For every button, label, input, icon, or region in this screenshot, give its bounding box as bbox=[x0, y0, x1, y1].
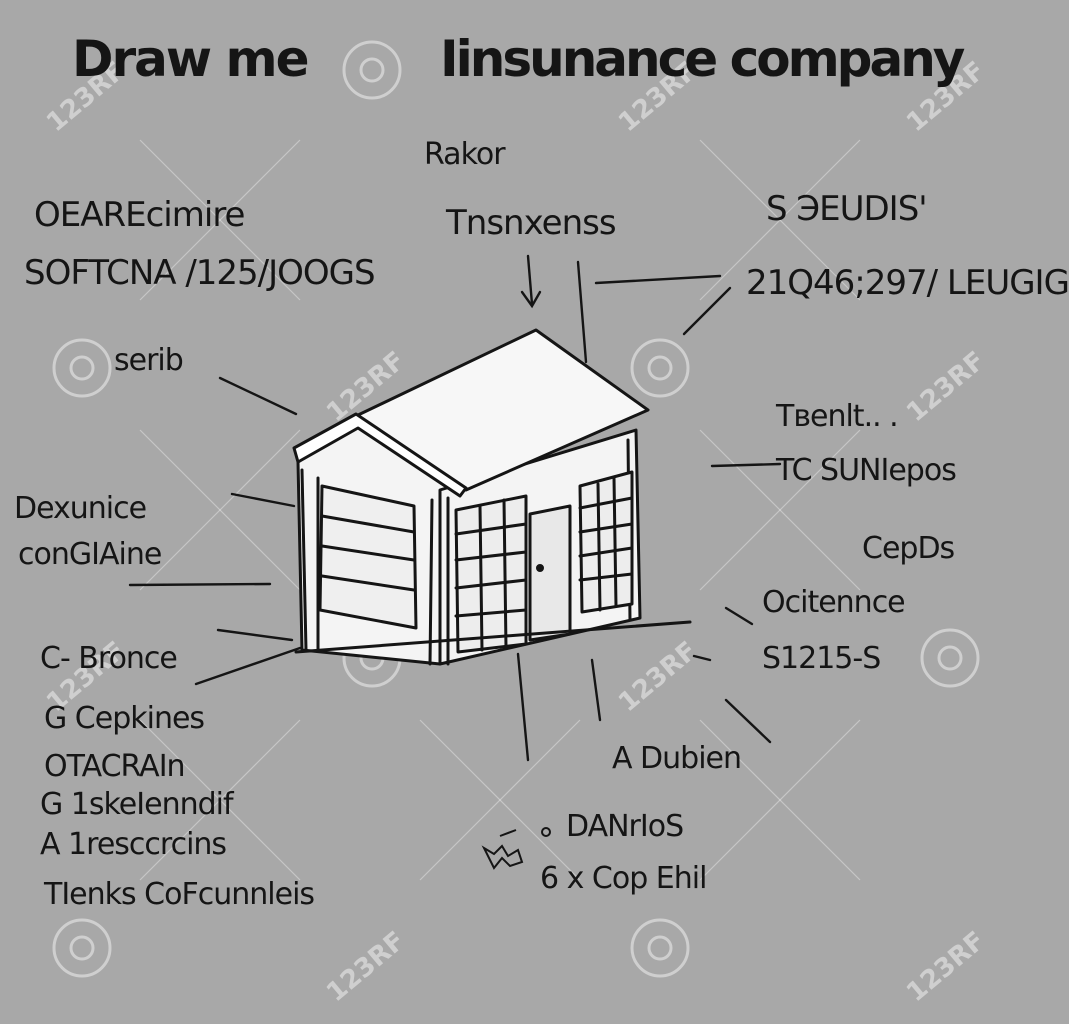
scribble-mark bbox=[481, 827, 551, 870]
diagram-canvas bbox=[52, 40, 980, 978]
label-right-2: TC SUNIepos bbox=[776, 453, 957, 488]
label-top-left-2: SOFTCNA /125/JOOGS bbox=[24, 253, 376, 293]
watermark-lines bbox=[139, 139, 861, 881]
label-left-5: A 1resccrcins bbox=[40, 827, 227, 862]
label-left-2: G Cepkines bbox=[44, 701, 205, 736]
label-top-center-small: Rakor bbox=[424, 137, 506, 172]
label-top-right-2: 21Q46;297/ LEUGIG bbox=[746, 263, 1069, 303]
label-code: S1215-S bbox=[762, 641, 881, 676]
label-cepos: CepDs bbox=[862, 531, 955, 566]
label-left-4: G 1skeIenndif bbox=[40, 787, 234, 822]
label-conglaine: conGIAine bbox=[18, 537, 162, 572]
house-drawing bbox=[292, 328, 692, 666]
house-door bbox=[528, 504, 572, 642]
label-left-1: C- Bronce bbox=[40, 641, 178, 676]
title-left: Draw me bbox=[72, 30, 310, 88]
label-ocitenice: Ocitennce bbox=[762, 585, 906, 620]
window-left bbox=[454, 494, 528, 654]
label-serib: serib bbox=[114, 343, 184, 378]
label-a-dubien: A Dubien bbox=[612, 741, 742, 776]
house-eave bbox=[292, 412, 468, 498]
label-left-6: TIenks CoFcunnleis bbox=[44, 877, 315, 912]
label-left-3: OTACRAIn bbox=[44, 749, 186, 784]
window-right bbox=[578, 470, 634, 614]
connector-lines bbox=[128, 254, 782, 762]
label-danros: DANrIoS bbox=[566, 809, 684, 844]
label-top-center: Tnsnxenss bbox=[446, 203, 617, 243]
label-top-right-1: S ЭEUDIS' bbox=[766, 189, 928, 229]
label-dexunice: Dexunice bbox=[14, 491, 147, 526]
label-top-left-1: OEAREcimire bbox=[34, 195, 245, 235]
garage-door bbox=[318, 484, 418, 630]
label-right-1: Tвenlt.. . bbox=[776, 399, 899, 434]
title-right: Iinsunance company bbox=[440, 30, 965, 88]
label-cop-ehil: 6 x Cop Ehil bbox=[540, 861, 707, 896]
